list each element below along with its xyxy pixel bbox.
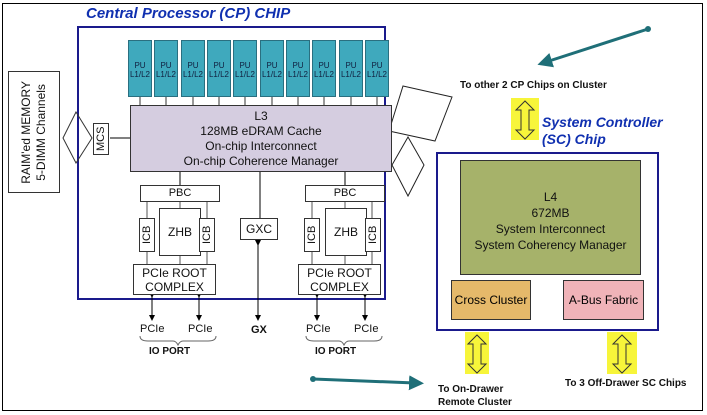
pu-label: PU bbox=[345, 61, 357, 70]
cp-sc-link-shapes bbox=[388, 85, 453, 198]
pu-label: PU bbox=[292, 61, 304, 70]
pointer-arrow-bottom bbox=[312, 375, 424, 391]
l3-cache: L3 128MB eDRAM Cache On-chip Interconnec… bbox=[130, 105, 392, 172]
cp-chip-title: Central Processor (CP) CHIP bbox=[86, 5, 291, 22]
pu-label: PU bbox=[239, 61, 251, 70]
pcie-port-label: PCIe bbox=[354, 323, 379, 335]
l3-title: L3 bbox=[254, 109, 268, 123]
to-off-drawer-label: To 3 Off-Drawer SC Chips bbox=[565, 378, 687, 389]
pcie-port-label: PCIe bbox=[306, 323, 331, 335]
gxc-block: GXC bbox=[240, 218, 278, 240]
diagram-frame bbox=[2, 3, 703, 411]
gx-label: GX bbox=[251, 324, 267, 336]
l4-coherency: System Coherency Manager bbox=[474, 238, 627, 252]
l3-coherence: On-chip Coherence Manager bbox=[183, 154, 339, 168]
pu-l3-links bbox=[139, 97, 378, 105]
highlight-to-cp bbox=[511, 98, 539, 140]
pcie-port-label: PCIe bbox=[188, 323, 213, 335]
pu-label: PU bbox=[371, 61, 383, 70]
l4-size: 672MB bbox=[531, 206, 570, 220]
root-line2: COMPLEX bbox=[145, 280, 204, 294]
icb-right-b: ICB bbox=[365, 218, 381, 252]
pu-cache-label: L1/L2 bbox=[340, 70, 362, 79]
io-port-label: IO PORT bbox=[315, 346, 357, 357]
root-line1: PCIe ROOT bbox=[307, 266, 372, 280]
raim-memory-block: RAIM'ed MEMORY 5-DIMM Channels bbox=[8, 71, 60, 193]
io-port-brace-left bbox=[139, 335, 217, 347]
sc-chip-border bbox=[436, 152, 659, 331]
double-arrow-on-drawer bbox=[466, 334, 488, 374]
cross-cluster-block: Cross Cluster bbox=[451, 280, 531, 320]
double-arrow-up-cp bbox=[514, 100, 536, 140]
memory-channels: 5-DIMM Channels bbox=[34, 83, 48, 181]
l3-interconnect: On-chip Interconnect bbox=[205, 139, 317, 153]
zhb-right: ZHB bbox=[325, 208, 367, 256]
highlight-on-drawer bbox=[465, 332, 489, 374]
pu-label: PU bbox=[134, 61, 146, 70]
pu-cache-label: L1/L2 bbox=[261, 70, 283, 79]
sc-chip-title: System Controller (SC) Chip bbox=[542, 114, 663, 148]
pu-cache-label: L1/L2 bbox=[366, 70, 388, 79]
io-port-label: IO PORT bbox=[149, 346, 191, 357]
icb-left-b: ICB bbox=[199, 218, 215, 252]
memory-title: RAIM'ed MEMORY bbox=[19, 80, 33, 184]
icb-right-a: ICB bbox=[304, 218, 320, 252]
on-drawer-line1: To On-Drawer bbox=[438, 384, 504, 395]
double-arrow-off-drawer bbox=[611, 334, 633, 374]
l3-size: 128MB eDRAM Cache bbox=[200, 124, 322, 138]
sc-title-line2: (SC) Chip bbox=[542, 131, 606, 147]
pu-label: PU bbox=[213, 61, 225, 70]
pu-cache-label: L1/L2 bbox=[287, 70, 309, 79]
pu-label: PU bbox=[318, 61, 330, 70]
l4-cache: L4 672MB System Interconnect System Cohe… bbox=[460, 160, 641, 275]
pbc-right: PBC bbox=[305, 185, 385, 202]
sc-title-line1: System Controller bbox=[542, 114, 663, 130]
io-port-brace-right bbox=[305, 335, 383, 347]
pointer-arrow-top bbox=[537, 27, 649, 68]
pu-label: PU bbox=[160, 61, 172, 70]
pbc-left: PBC bbox=[140, 185, 220, 202]
pcie-port-label: PCIe bbox=[140, 323, 165, 335]
icb-left-a: ICB bbox=[139, 218, 155, 252]
highlight-off-drawer bbox=[607, 332, 637, 374]
mcs-block: MCS bbox=[93, 123, 109, 155]
abus-fabric-block: A-Bus Fabric bbox=[563, 280, 644, 320]
on-drawer-line2: Remote Cluster bbox=[438, 397, 512, 408]
l4-title: L4 bbox=[543, 190, 558, 204]
pcie-root-complex-left: PCIe ROOT COMPLEX bbox=[133, 264, 216, 295]
zhb-left: ZHB bbox=[159, 208, 201, 256]
pcie-root-complex-right: PCIe ROOT COMPLEX bbox=[298, 264, 381, 295]
pu-label: PU bbox=[266, 61, 278, 70]
root-line1: PCIe ROOT bbox=[142, 266, 207, 280]
l4-interconnect: System Interconnect bbox=[495, 222, 606, 236]
pu-label: PU bbox=[187, 61, 199, 70]
to-on-drawer-label: To On-Drawer Remote Cluster bbox=[438, 383, 512, 409]
pu-cache-label: L1/L2 bbox=[234, 70, 256, 79]
pu-cache-label: L1/L2 bbox=[208, 70, 230, 79]
to-other-cp-label: To other 2 CP Chips on Cluster bbox=[460, 80, 607, 91]
pu-cache-label: L1/L2 bbox=[129, 70, 151, 79]
memory-link-arrow bbox=[62, 110, 93, 164]
pu-cache-label: L1/L2 bbox=[313, 70, 335, 79]
pu-cache-label: L1/L2 bbox=[182, 70, 204, 79]
pu-cache-label: L1/L2 bbox=[155, 70, 177, 79]
root-line2: COMPLEX bbox=[310, 280, 369, 294]
